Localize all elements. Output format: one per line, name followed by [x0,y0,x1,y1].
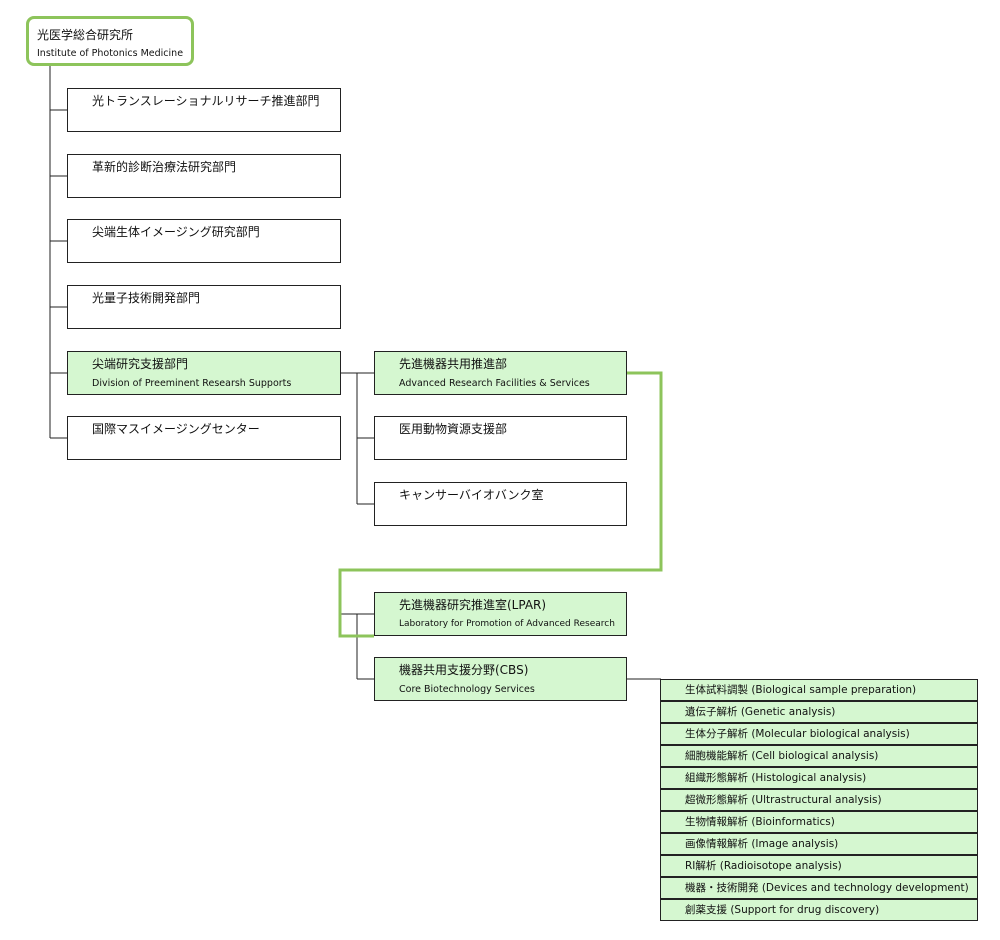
root-institute-box: 光医学総合研究所 Institute of Photonics Medicine [26,16,194,66]
root-name-jp: 光医学総合研究所 [37,28,134,42]
facility-unit-name-en: Laboratory for Promotion of Advanced Res… [399,619,615,629]
division-name-jp: 尖端生体イメージング研究部門 [92,225,260,239]
cbs-service-item: 生体試料調製 (Biological sample preparation) [660,679,978,701]
root-name-en: Institute of Photonics Medicine [37,48,184,59]
division-box-2: 革新的診断治療法研究部門 [67,154,341,198]
division-name-jp: 光量子技術開発部門 [92,291,201,305]
division-box-5: 尖端研究支援部門 Division of Preeminent Researsh… [67,351,341,395]
support-unit-name-jp: 先進機器共用推進部 [399,357,508,371]
division-box-1: 光トランスレーショナルリサーチ推進部門 [67,88,341,132]
cbs-service-item: 生物情報解析 (Bioinformatics) [660,811,978,833]
cbs-service-item: 遺伝子解析 (Genetic analysis) [660,701,978,723]
division-name-en: Division of Preeminent Researsh Supports [92,378,292,389]
cbs-service-item: 画像情報解析 (Image analysis) [660,833,978,855]
cbs-service-item: 細胞機能解析 (Cell biological analysis) [660,745,978,767]
cbs-service-item: 生体分子解析 (Molecular biological analysis) [660,723,978,745]
cbs-service-item: 創薬支援 (Support for drug discovery) [660,899,978,921]
division-name-jp: 尖端研究支援部門 [92,357,189,371]
support-unit-name-en: Advanced Research Facilities & Services [399,378,590,389]
division-box-4: 光量子技術開発部門 [67,285,341,329]
cbs-service-item: RI解析 (Radioisotope analysis) [660,855,978,877]
cbs-service-item: 超微形態解析 (Ultrastructural analysis) [660,789,978,811]
division-name-jp: 革新的診断治療法研究部門 [92,160,237,174]
facility-unit-name-en: Core Biotechnology Services [399,684,535,695]
facility-unit-name-jp: 先進機器研究推進室(LPAR) [399,598,547,612]
facility-unit-name-jp: 機器共用支援分野(CBS) [399,663,529,677]
facility-unit-box-cbs: 機器共用支援分野(CBS) Core Biotechnology Service… [374,657,627,701]
facility-unit-box-lpar: 先進機器研究推進室(LPAR) Laboratory for Promotion… [374,592,627,636]
cbs-service-item: 機器・技術開発 (Devices and technology developm… [660,877,978,899]
accent-connector-line [338,371,663,638]
division-name-jp: 光トランスレーショナルリサーチ推進部門 [92,94,320,108]
support-unit-box-2: 医用動物資源支援部 [374,416,627,460]
support-unit-box-1: 先進機器共用推進部 Advanced Research Facilities &… [374,351,627,395]
division-box-3: 尖端生体イメージング研究部門 [67,219,341,263]
cbs-service-item: 組織形態解析 (Histological analysis) [660,767,978,789]
support-unit-name-jp: 医用動物資源支援部 [399,422,508,436]
support-unit-box-3: キャンサーバイオバンク室 [374,482,627,526]
division-name-jp: 国際マスイメージングセンター [92,422,260,436]
support-unit-name-jp: キャンサーバイオバンク室 [399,488,544,502]
division-box-6: 国際マスイメージングセンター [67,416,341,460]
